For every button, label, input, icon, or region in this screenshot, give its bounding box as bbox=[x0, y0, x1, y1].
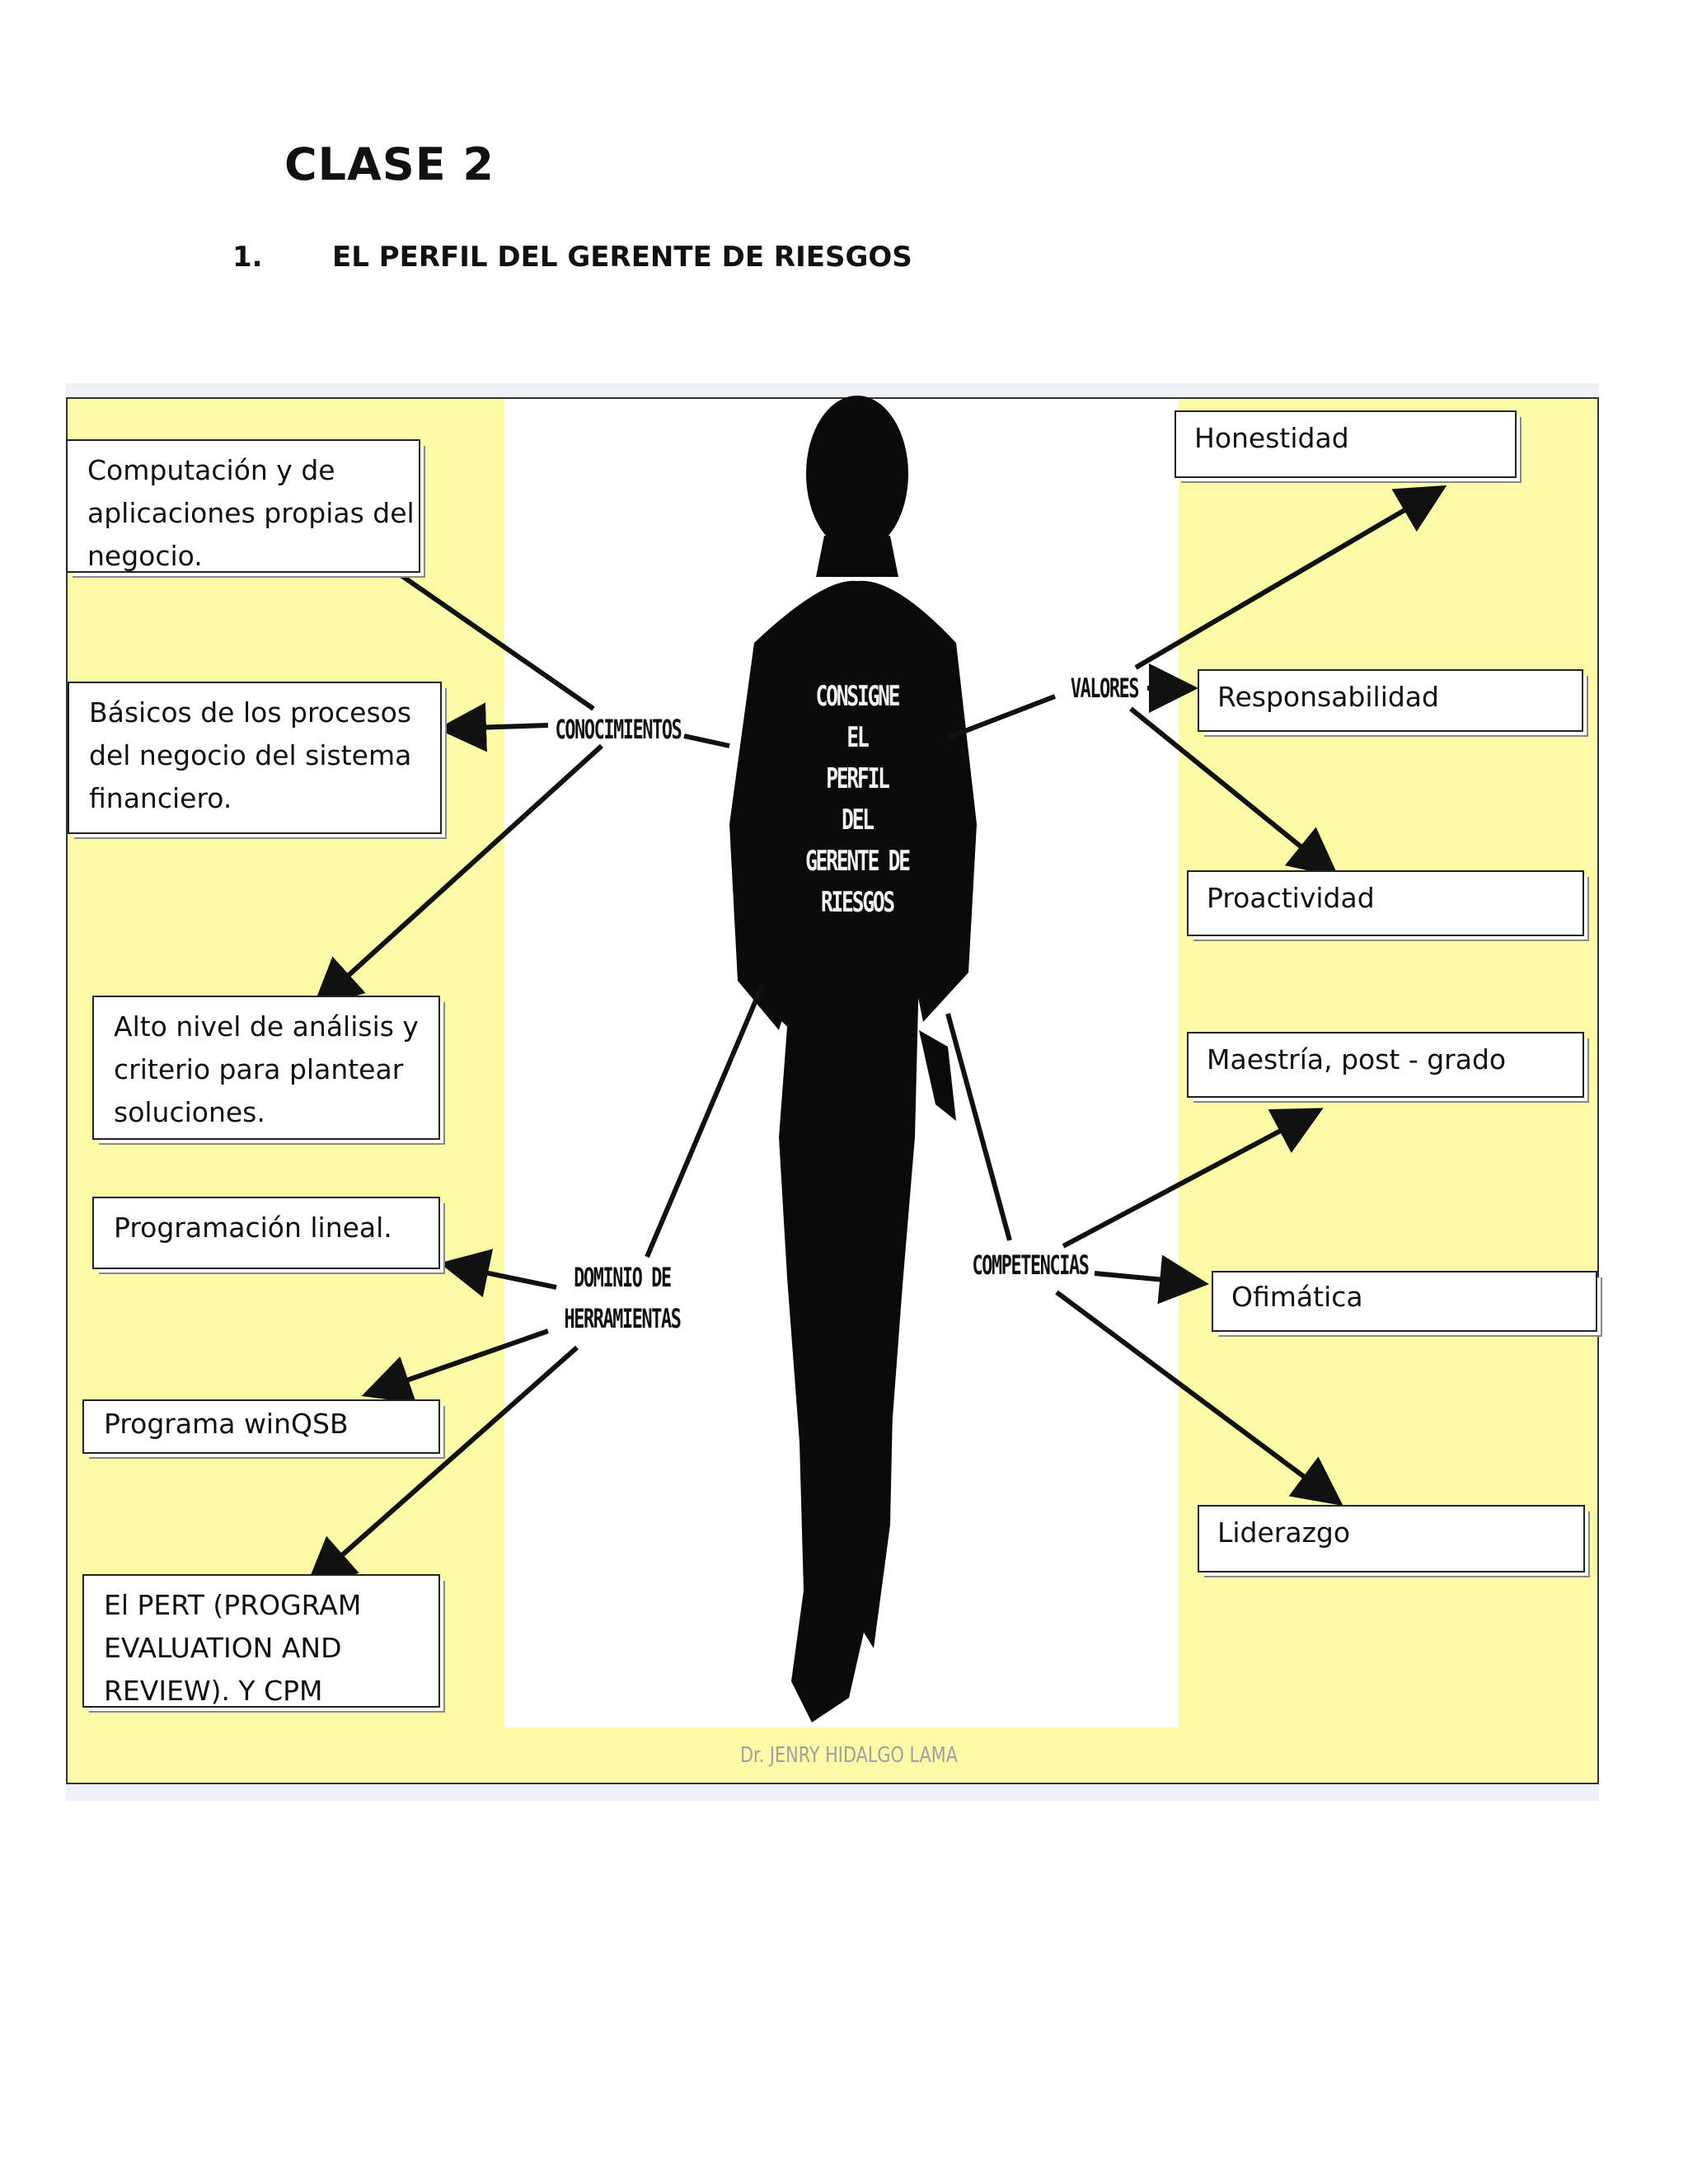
arrow-liderazgo bbox=[1055, 1290, 1343, 1507]
arrow-honestidad bbox=[1134, 485, 1447, 670]
branch-dominio-herramientas: DOMINIO DE HERRAMIENTAS bbox=[564, 1262, 682, 1334]
arrow-computacion bbox=[390, 566, 595, 711]
box-liderazgo: Liderazgo bbox=[1198, 1505, 1585, 1572]
branch-conocimientos: CONOCIMIENTOS bbox=[555, 714, 682, 745]
center-label: CONSIGNE EL PERFIL DEL GERENTE DE RIESGO… bbox=[805, 680, 911, 919]
branch-competencias: COMPETENCIAS bbox=[972, 1249, 1090, 1281]
box-honestidad: Honestidad bbox=[1175, 410, 1517, 478]
line-center-competencias bbox=[945, 1013, 1012, 1241]
connector-lines bbox=[306, 485, 1447, 1587]
arrow-proactividad bbox=[1129, 706, 1339, 878]
box-basicos: Básicos de los procesos del negocio del … bbox=[68, 682, 442, 834]
box-maestria: Maestría, post - grado bbox=[1187, 1032, 1584, 1098]
box-winqsb: Programa winQSB bbox=[82, 1399, 440, 1454]
line-center-dominio bbox=[645, 983, 765, 1258]
section-number: 1. bbox=[232, 241, 263, 274]
arrow-alto-nivel bbox=[312, 743, 604, 1009]
box-pert: El PERT (PROGRAM EVALUATION AND REVIEW).… bbox=[82, 1574, 440, 1708]
box-programacion: Programación lineal. bbox=[92, 1197, 440, 1269]
line-center-conocimientos bbox=[683, 733, 730, 748]
arrow-ofimatica bbox=[1094, 1254, 1209, 1305]
arrow-programacion bbox=[439, 1249, 557, 1298]
box-alto-nivel: Alto nivel de análisis y criterio para p… bbox=[92, 996, 440, 1140]
box-proactividad: Proactividad bbox=[1187, 870, 1584, 936]
section-title: EL PERFIL DEL GERENTE DE RIESGOS bbox=[332, 241, 912, 274]
arrow-maestria bbox=[1062, 1108, 1324, 1249]
box-computacion: Computación y de aplicaciones propias de… bbox=[66, 439, 420, 573]
branch-valores: VALORES bbox=[1070, 673, 1140, 704]
person-silhouette-icon bbox=[729, 396, 977, 1722]
box-ofimatica: Ofimática bbox=[1212, 1271, 1597, 1332]
line-center-valores bbox=[946, 694, 1057, 740]
box-responsabilidad: Responsabilidad bbox=[1198, 669, 1583, 732]
page-title: CLASE 2 bbox=[284, 138, 495, 190]
arrow-winqsb bbox=[361, 1329, 549, 1404]
arrow-basicos bbox=[437, 702, 549, 752]
author-credit: Dr. JENRY HIDALGO LAMA bbox=[740, 1743, 958, 1768]
arrow-pert bbox=[306, 1345, 579, 1587]
